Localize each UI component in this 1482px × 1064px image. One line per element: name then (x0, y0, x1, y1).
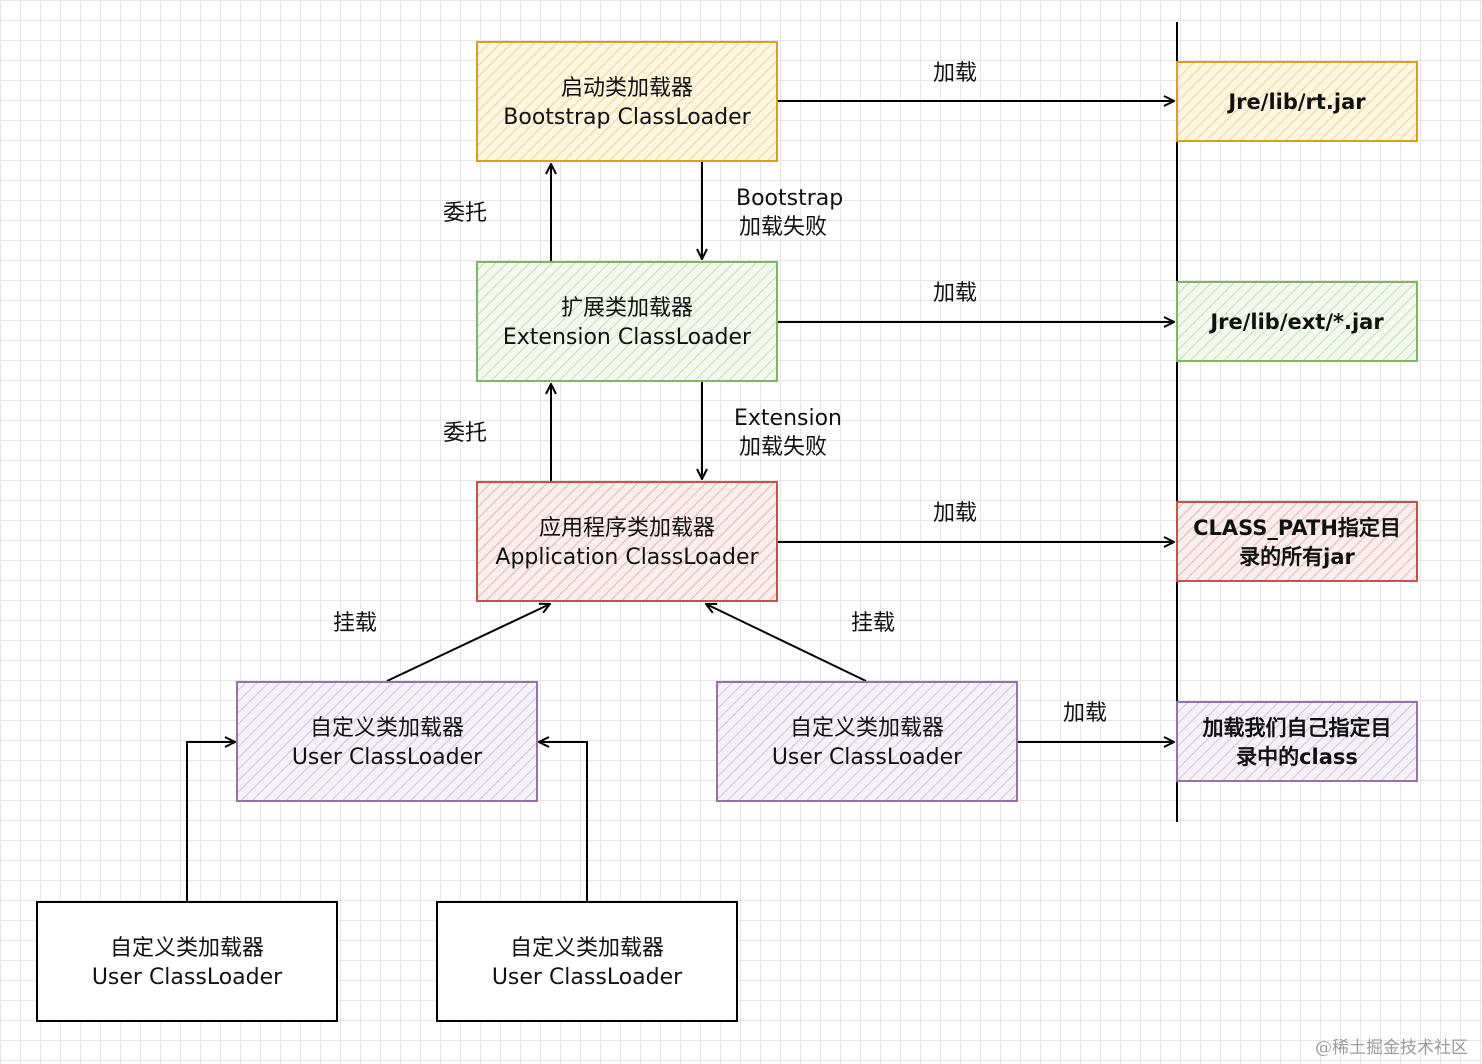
label-mount-left: 挂载 (333, 611, 377, 636)
bootstrap-en: Bootstrap ClassLoader (503, 105, 751, 130)
user-loader-bottom-left-box: 自定义类加载器 User ClassLoader (36, 901, 338, 1022)
arrow-bottom-left-to-user-left (186, 742, 235, 901)
user-left-en: User ClassLoader (292, 745, 483, 770)
target-classpath-line1: CLASS_PATH指定目 (1193, 516, 1401, 540)
label-fail-bootstrap-1: Bootstrap (736, 186, 843, 211)
label-load-extension: 加载 (933, 281, 977, 306)
target-custom-line2: 录中的class (1236, 745, 1358, 769)
label-fail-bootstrap-2: 加载失败 (739, 215, 827, 240)
user-loader-bottom-right-box: 自定义类加载器 User ClassLoader (436, 901, 738, 1022)
user-left-cn: 自定义类加载器 (310, 716, 464, 741)
arrow-mount-right (706, 604, 867, 682)
bootstrap-loader-box: 启动类加载器 Bootstrap ClassLoader (476, 41, 778, 162)
label-load-application: 加载 (933, 501, 977, 526)
label-delegate-1: 委托 (443, 201, 487, 226)
connectors (186, 101, 1174, 901)
label-fail-extension-2: 加载失败 (739, 435, 827, 460)
application-en: Application ClassLoader (495, 545, 759, 570)
label-delegate-2: 委托 (443, 421, 487, 446)
label-mount-right: 挂载 (851, 611, 895, 636)
extension-en: Extension ClassLoader (503, 325, 752, 350)
bottom-left-en: User ClassLoader (92, 965, 283, 990)
application-loader-box: 应用程序类加载器 Application ClassLoader (476, 481, 778, 602)
label-fail-extension-1: Extension (734, 406, 842, 431)
user-loader-left-box: 自定义类加载器 User ClassLoader (236, 681, 538, 802)
extension-cn: 扩展类加载器 (561, 296, 693, 321)
arrow-mount-left (386, 604, 550, 682)
bottom-right-cn: 自定义类加载器 (510, 936, 664, 961)
user-right-en: User ClassLoader (772, 745, 963, 770)
bottom-right-en: User ClassLoader (492, 965, 683, 990)
user-loader-right-box: 自定义类加载器 User ClassLoader (716, 681, 1018, 802)
target-rt-text: Jre/lib/rt.jar (1226, 90, 1366, 114)
target-custom-line1: 加载我们自己指定目 (1202, 716, 1392, 740)
user-right-cn: 自定义类加载器 (790, 716, 944, 741)
target-ext-text: Jre/lib/ext/*.jar (1208, 310, 1384, 334)
label-load-user: 加载 (1063, 701, 1107, 726)
arrow-bottom-right-to-user-left (539, 742, 588, 901)
target-rt-jar: Jre/lib/rt.jar (1176, 61, 1418, 142)
target-classpath: CLASS_PATH指定目 录的所有jar (1176, 501, 1418, 582)
bootstrap-cn: 启动类加载器 (561, 76, 693, 101)
extension-loader-box: 扩展类加载器 Extension ClassLoader (476, 261, 778, 382)
label-load-bootstrap: 加载 (933, 61, 977, 86)
target-custom-class: 加载我们自己指定目 录中的class (1176, 701, 1418, 782)
target-ext-jar: Jre/lib/ext/*.jar (1176, 281, 1418, 362)
bottom-left-cn: 自定义类加载器 (110, 936, 264, 961)
application-cn: 应用程序类加载器 (539, 516, 715, 541)
target-classpath-line2: 录的所有jar (1239, 545, 1355, 569)
watermark: @稀土掘金技术社区 (1315, 1038, 1468, 1058)
